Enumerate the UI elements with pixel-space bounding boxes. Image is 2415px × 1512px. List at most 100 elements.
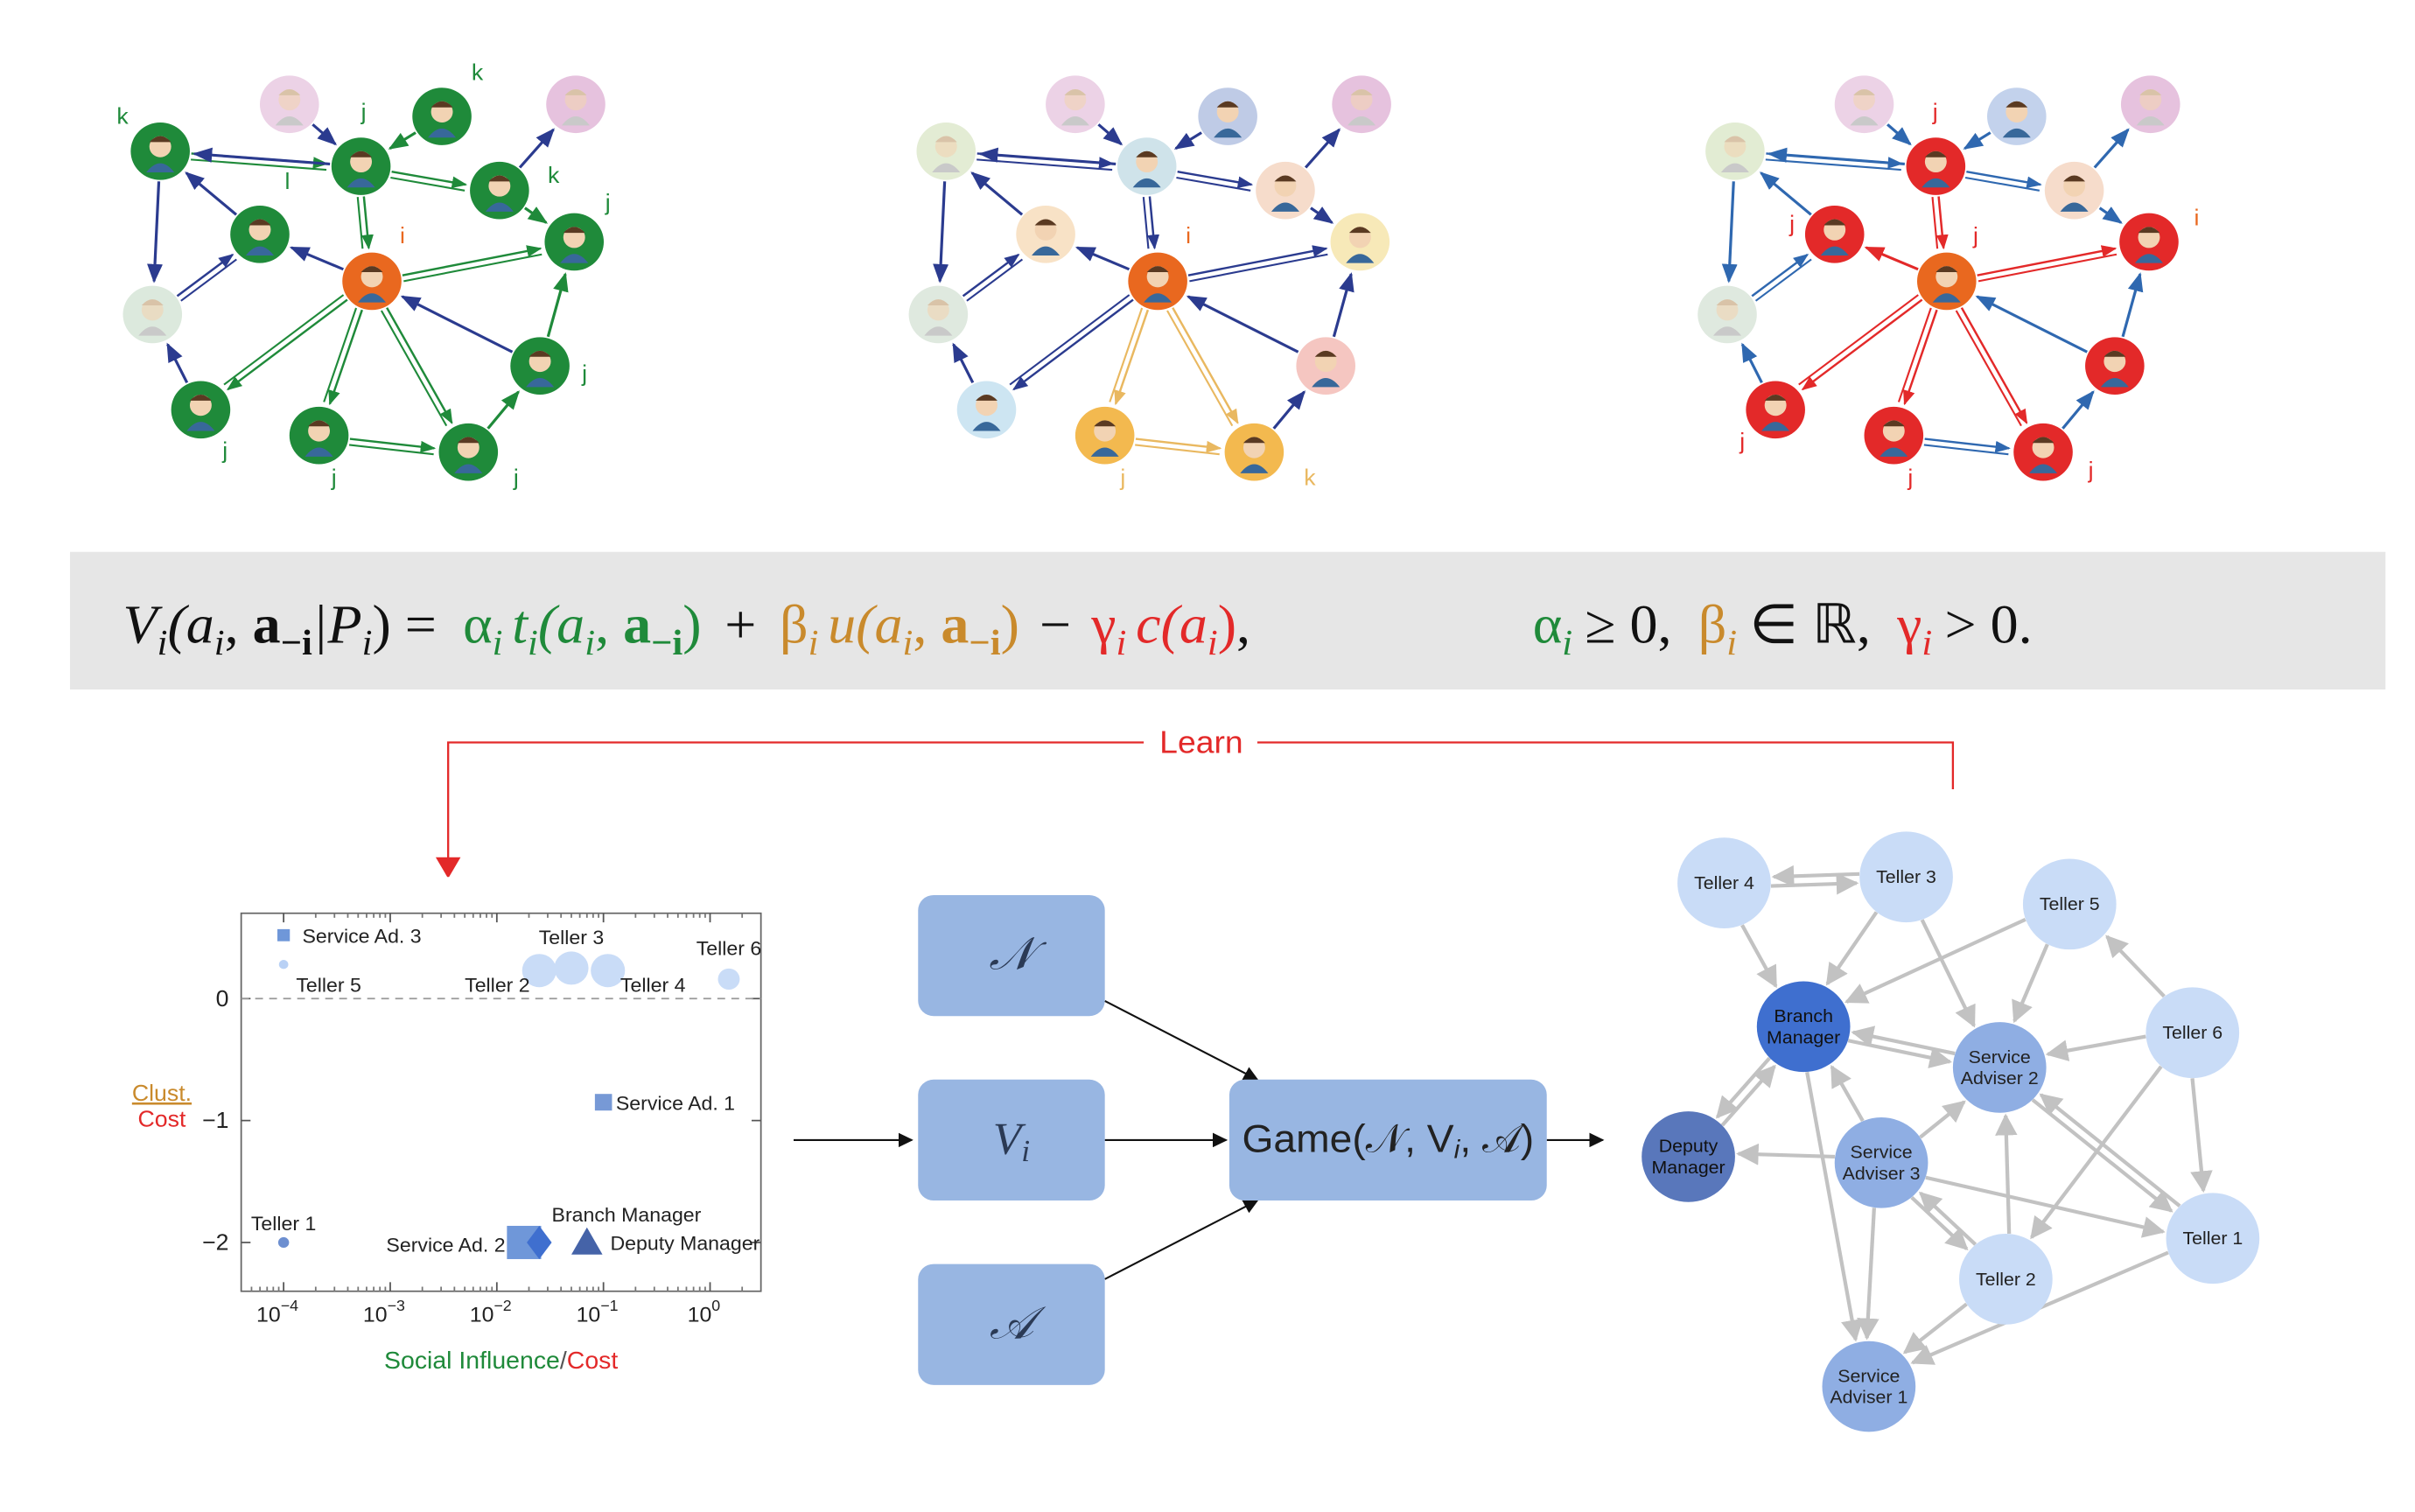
eq-lhs-sub: i — [158, 624, 168, 663]
graph-edge — [1995, 1113, 2018, 1234]
learn-line-left — [447, 741, 1144, 862]
graph-node-label: Teller 6 — [2162, 1023, 2222, 1043]
person-node — [1698, 285, 1757, 344]
person-node — [130, 122, 190, 180]
graph-node: Teller 2 — [1959, 1234, 2053, 1325]
network-edge — [388, 131, 416, 150]
point-label: Teller 5 — [296, 974, 360, 997]
graph-node: Teller 4 — [1677, 837, 1771, 928]
network-edge — [1097, 123, 1124, 146]
point-label: Teller 6 — [696, 937, 761, 960]
graph-edge — [2039, 1093, 2181, 1208]
graph-edge — [1851, 1026, 1956, 1056]
network-edge — [1147, 196, 1160, 250]
eq-gamma: γ — [1090, 594, 1116, 654]
x-axis-label: Social Influence/Cost — [384, 1347, 618, 1374]
network-edge — [1963, 131, 1992, 150]
person-node — [1046, 75, 1105, 134]
graph-node-label: Adviser 1 — [1830, 1388, 1908, 1408]
network-edge — [1304, 128, 1341, 169]
eq-beta-cond: β — [1698, 594, 1727, 654]
graph-node-label: Service — [1969, 1047, 2031, 1068]
graph-edge — [2190, 1078, 2213, 1194]
network-edge — [1074, 246, 1130, 271]
network-edge — [978, 147, 1116, 165]
network-edge — [400, 295, 514, 354]
x-tick-label: 10−4 — [256, 1297, 298, 1326]
network-edge — [312, 123, 338, 146]
point-label: Teller 4 — [620, 974, 685, 997]
point-label: Service Ad. 1 — [616, 1092, 735, 1115]
network-edge-double — [966, 258, 1024, 302]
node-letter-label: j — [221, 438, 228, 464]
network-edge — [2093, 128, 2130, 169]
graph-edge — [2045, 1034, 2146, 1061]
node-letter-label: i — [2194, 205, 2200, 231]
graph-node-label: Service — [1838, 1367, 1900, 1387]
person-node — [1332, 75, 1391, 134]
x-tick-label: 10−1 — [577, 1297, 619, 1326]
person-node — [1016, 206, 1075, 263]
network-edge — [1801, 298, 1923, 391]
node-letter-label: k — [1304, 465, 1316, 491]
graph-edge — [1771, 864, 1860, 887]
graph-edge — [1847, 1039, 1952, 1068]
node-letter-label: k — [472, 60, 484, 86]
network-edge — [166, 342, 189, 383]
network-edge-double — [1189, 253, 1328, 283]
graph-node-label: Teller 4 — [1694, 873, 1754, 893]
person-node — [1296, 337, 1355, 396]
graph-edge — [1920, 919, 1976, 1028]
graph-edge — [2031, 1098, 2174, 1213]
eq-lhs-args: (a — [167, 594, 214, 654]
point-label: Branch Manager — [552, 1203, 702, 1226]
person-node — [412, 88, 472, 145]
network-edge — [962, 253, 1020, 298]
graph-node: Teller 1 — [2166, 1193, 2260, 1284]
person-node — [1705, 122, 1765, 180]
network-edge — [185, 172, 238, 216]
node-letter-label: j — [1972, 223, 1978, 249]
person-node — [956, 381, 1017, 439]
person-node — [1330, 213, 1390, 271]
network-edge-double — [1009, 294, 1130, 386]
network-edge — [361, 196, 374, 250]
network-edge-double — [1135, 444, 1220, 456]
person-node — [1256, 161, 1315, 220]
network-edge-double — [1754, 258, 1812, 302]
network-edge — [391, 171, 468, 188]
network-edge — [1751, 253, 1810, 298]
actions-box: 𝒜 — [918, 1264, 1105, 1385]
network-edge — [289, 246, 345, 271]
person-node — [289, 406, 349, 465]
network-edge-double — [1176, 176, 1251, 192]
scatter-point — [278, 960, 289, 970]
scatter-point — [591, 954, 626, 988]
learn-arrowhead — [435, 857, 461, 878]
x-tick-label: 10−3 — [363, 1297, 405, 1326]
node-letter-label: j — [581, 360, 587, 387]
graph-node-label: Manager — [1651, 1158, 1725, 1178]
node-letter-label: j — [331, 465, 337, 491]
network-edge-double — [390, 176, 466, 192]
network-edge — [523, 206, 549, 224]
network-edge-double — [1897, 307, 1932, 402]
graph-edge — [1910, 1196, 1969, 1251]
graph-node-label: Teller 2 — [1976, 1270, 2036, 1290]
node-letter-label: j — [605, 190, 611, 216]
eq-beta: β — [780, 594, 808, 654]
learn-line — [1256, 741, 1955, 790]
eq-gamma-cond: γ — [1896, 594, 1922, 654]
person-node — [438, 423, 499, 481]
network-edge — [1767, 147, 1905, 165]
graph-node-label: Manager — [1767, 1028, 1840, 1048]
graph-edge — [1720, 1064, 1776, 1127]
network-edge-double — [1142, 197, 1150, 249]
network-edge — [328, 309, 363, 406]
graph-edge — [1844, 917, 2026, 1004]
network-edge-double — [1964, 176, 2040, 192]
network-edge-double — [1166, 310, 1234, 427]
graph-edge — [1805, 1071, 1864, 1342]
